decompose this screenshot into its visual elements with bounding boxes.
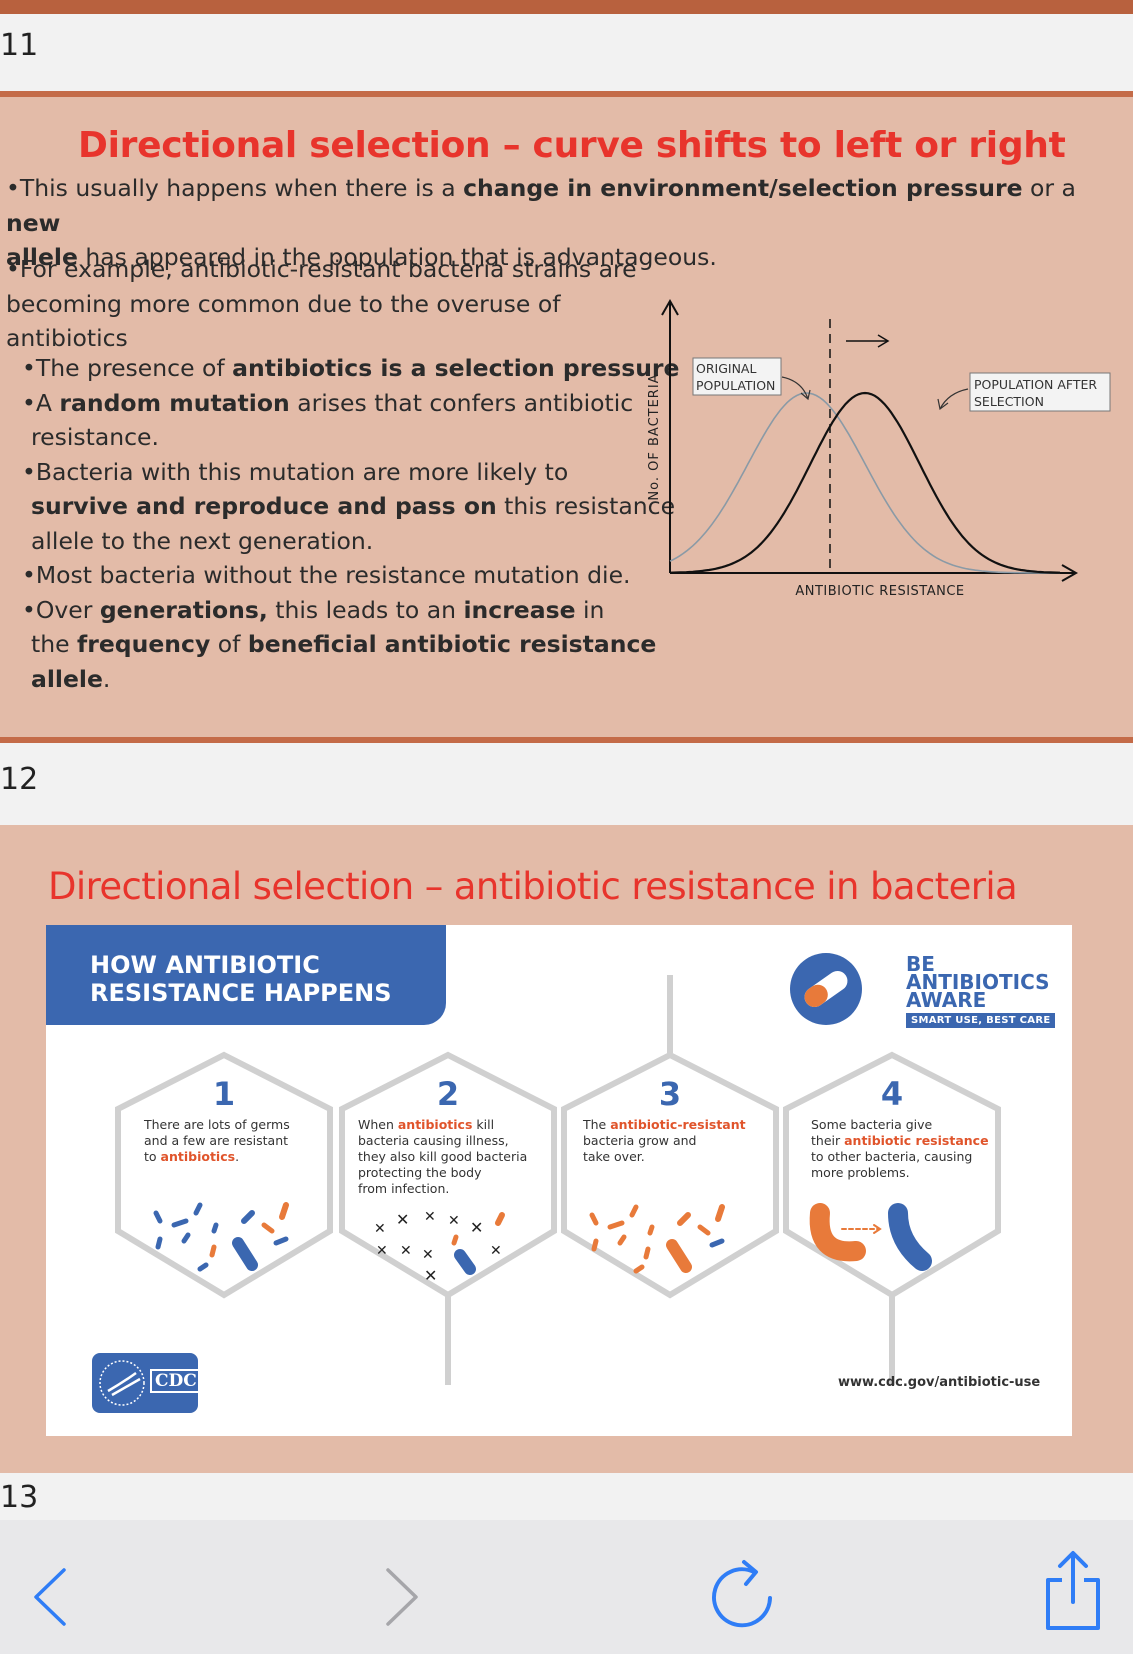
bacteria-group-3 — [589, 1204, 725, 1274]
hexagon-1 — [115, 1051, 333, 1299]
slide-number-12: 12 — [0, 762, 39, 797]
label-after-line2: SELECTION — [974, 394, 1044, 409]
svg-text:✕: ✕ — [424, 1209, 436, 1225]
gene-transfer-illustration — [809, 1203, 932, 1271]
share-icon[interactable] — [1042, 1548, 1104, 1634]
hhs-eagle-icon — [99, 1360, 145, 1406]
antibiotic-resistance-infographic: ✕ ✕ ✕ ✕ ✕ ✕ ✕ ✕ ✕ ✕ — [46, 925, 1072, 1436]
slide-11[interactable]: Directional selection – curve shifts to … — [0, 91, 1133, 743]
y-axis-arrow — [661, 298, 679, 316]
bottom-toolbar — [0, 1520, 1133, 1654]
hexagon-2 — [339, 1051, 557, 1299]
step-4-number: 4 — [880, 1075, 904, 1113]
bullet-die: •Most bacteria without the resistance mu… — [22, 561, 631, 589]
infographic-graphics: ✕ ✕ ✕ ✕ ✕ ✕ ✕ ✕ ✕ ✕ — [115, 953, 1001, 1385]
cdc-logo: CDC — [92, 1353, 202, 1413]
chevron-left-icon[interactable] — [28, 1564, 72, 1630]
chevron-right-icon[interactable] — [380, 1564, 424, 1630]
slide-12-title: Directional selection – antibiotic resis… — [48, 865, 1018, 908]
series-population-after-selection — [669, 391, 1061, 574]
x-axis-label: ANTIBIOTIC RESISTANCE — [795, 584, 964, 599]
label-original-population: ORIGINAL POPULATION — [692, 357, 811, 401]
connector-lines — [445, 975, 895, 1385]
svg-text:✕: ✕ — [470, 1218, 483, 1237]
hexagons — [115, 1051, 1001, 1299]
slide-number-11: 11 — [0, 28, 39, 63]
intro-paragraph: •This usually happens when there is a ch… — [6, 174, 1076, 271]
svg-text:✕: ✕ — [490, 1243, 502, 1259]
slide-number-13: 13 — [0, 1480, 39, 1515]
x-axis-arrow — [1061, 564, 1079, 582]
svg-text:✕: ✕ — [376, 1243, 388, 1259]
label-after-line1: POPULATION AFTER — [974, 377, 1097, 392]
slide-11-title: Directional selection – curve shifts to … — [78, 125, 1066, 166]
be-antibiotics-aware-logo: BE ANTIBIOTICS AWARE SMART USE, BEST CAR… — [906, 954, 1056, 1028]
example-paragraph: •For example, antibiotic-resistant bacte… — [6, 255, 637, 352]
step-2-number: 2 — [436, 1075, 460, 1113]
capsule-logo-icon — [790, 953, 862, 1025]
svg-text:✕: ✕ — [424, 1266, 437, 1285]
step-3-number: 3 — [658, 1075, 682, 1113]
svg-text:✕: ✕ — [400, 1243, 412, 1259]
bacteria-group-2: ✕ ✕ ✕ ✕ ✕ ✕ ✕ ✕ ✕ ✕ — [374, 1209, 505, 1285]
svg-text:✕: ✕ — [374, 1221, 386, 1237]
bullet-survive: •Bacteria with this mutation are more li… — [22, 457, 676, 555]
baa-tagline: SMART USE, BEST CARE — [906, 1013, 1056, 1028]
svg-text:✕: ✕ — [396, 1210, 409, 1229]
refresh-icon[interactable] — [708, 1554, 778, 1634]
chart-axes — [661, 298, 1079, 582]
hexagon-3 — [561, 1051, 779, 1299]
directional-selection-chart: No. OF BACTERIA ANTIBIOTIC RESISTANCE OR… — [647, 298, 1111, 599]
cdc-url[interactable]: www.cdc.gov/antibiotic-use — [838, 1375, 1041, 1390]
bullet-list: •The presence of antibiotics is a select… — [22, 351, 679, 696]
step-1-number: 1 — [212, 1075, 236, 1113]
hexagon-4 — [783, 1051, 1001, 1299]
label-original-line1: ORIGINAL — [696, 361, 756, 376]
series-original-population — [669, 392, 1060, 574]
top-divider — [0, 0, 1133, 14]
slide-12[interactable]: Directional selection – antibiotic resis… — [0, 825, 1133, 1473]
bullet-selection-pressure: •The presence of antibiotics is a select… — [22, 354, 680, 382]
svg-text:✕: ✕ — [422, 1247, 434, 1263]
bullet-random-mutation: •A random mutation arises that confers a… — [22, 388, 634, 452]
label-population-after-selection: POPULATION AFTER SELECTION — [937, 372, 1111, 412]
y-axis-label: No. OF BACTERIA — [647, 373, 662, 500]
label-original-line2: POPULATION — [696, 378, 775, 393]
shift-arrow-icon — [846, 334, 890, 348]
bullet-generations: •Over generations, this leads to an incr… — [22, 595, 657, 693]
bacteria-group-1 — [153, 1202, 289, 1272]
svg-text:✕: ✕ — [448, 1213, 460, 1229]
